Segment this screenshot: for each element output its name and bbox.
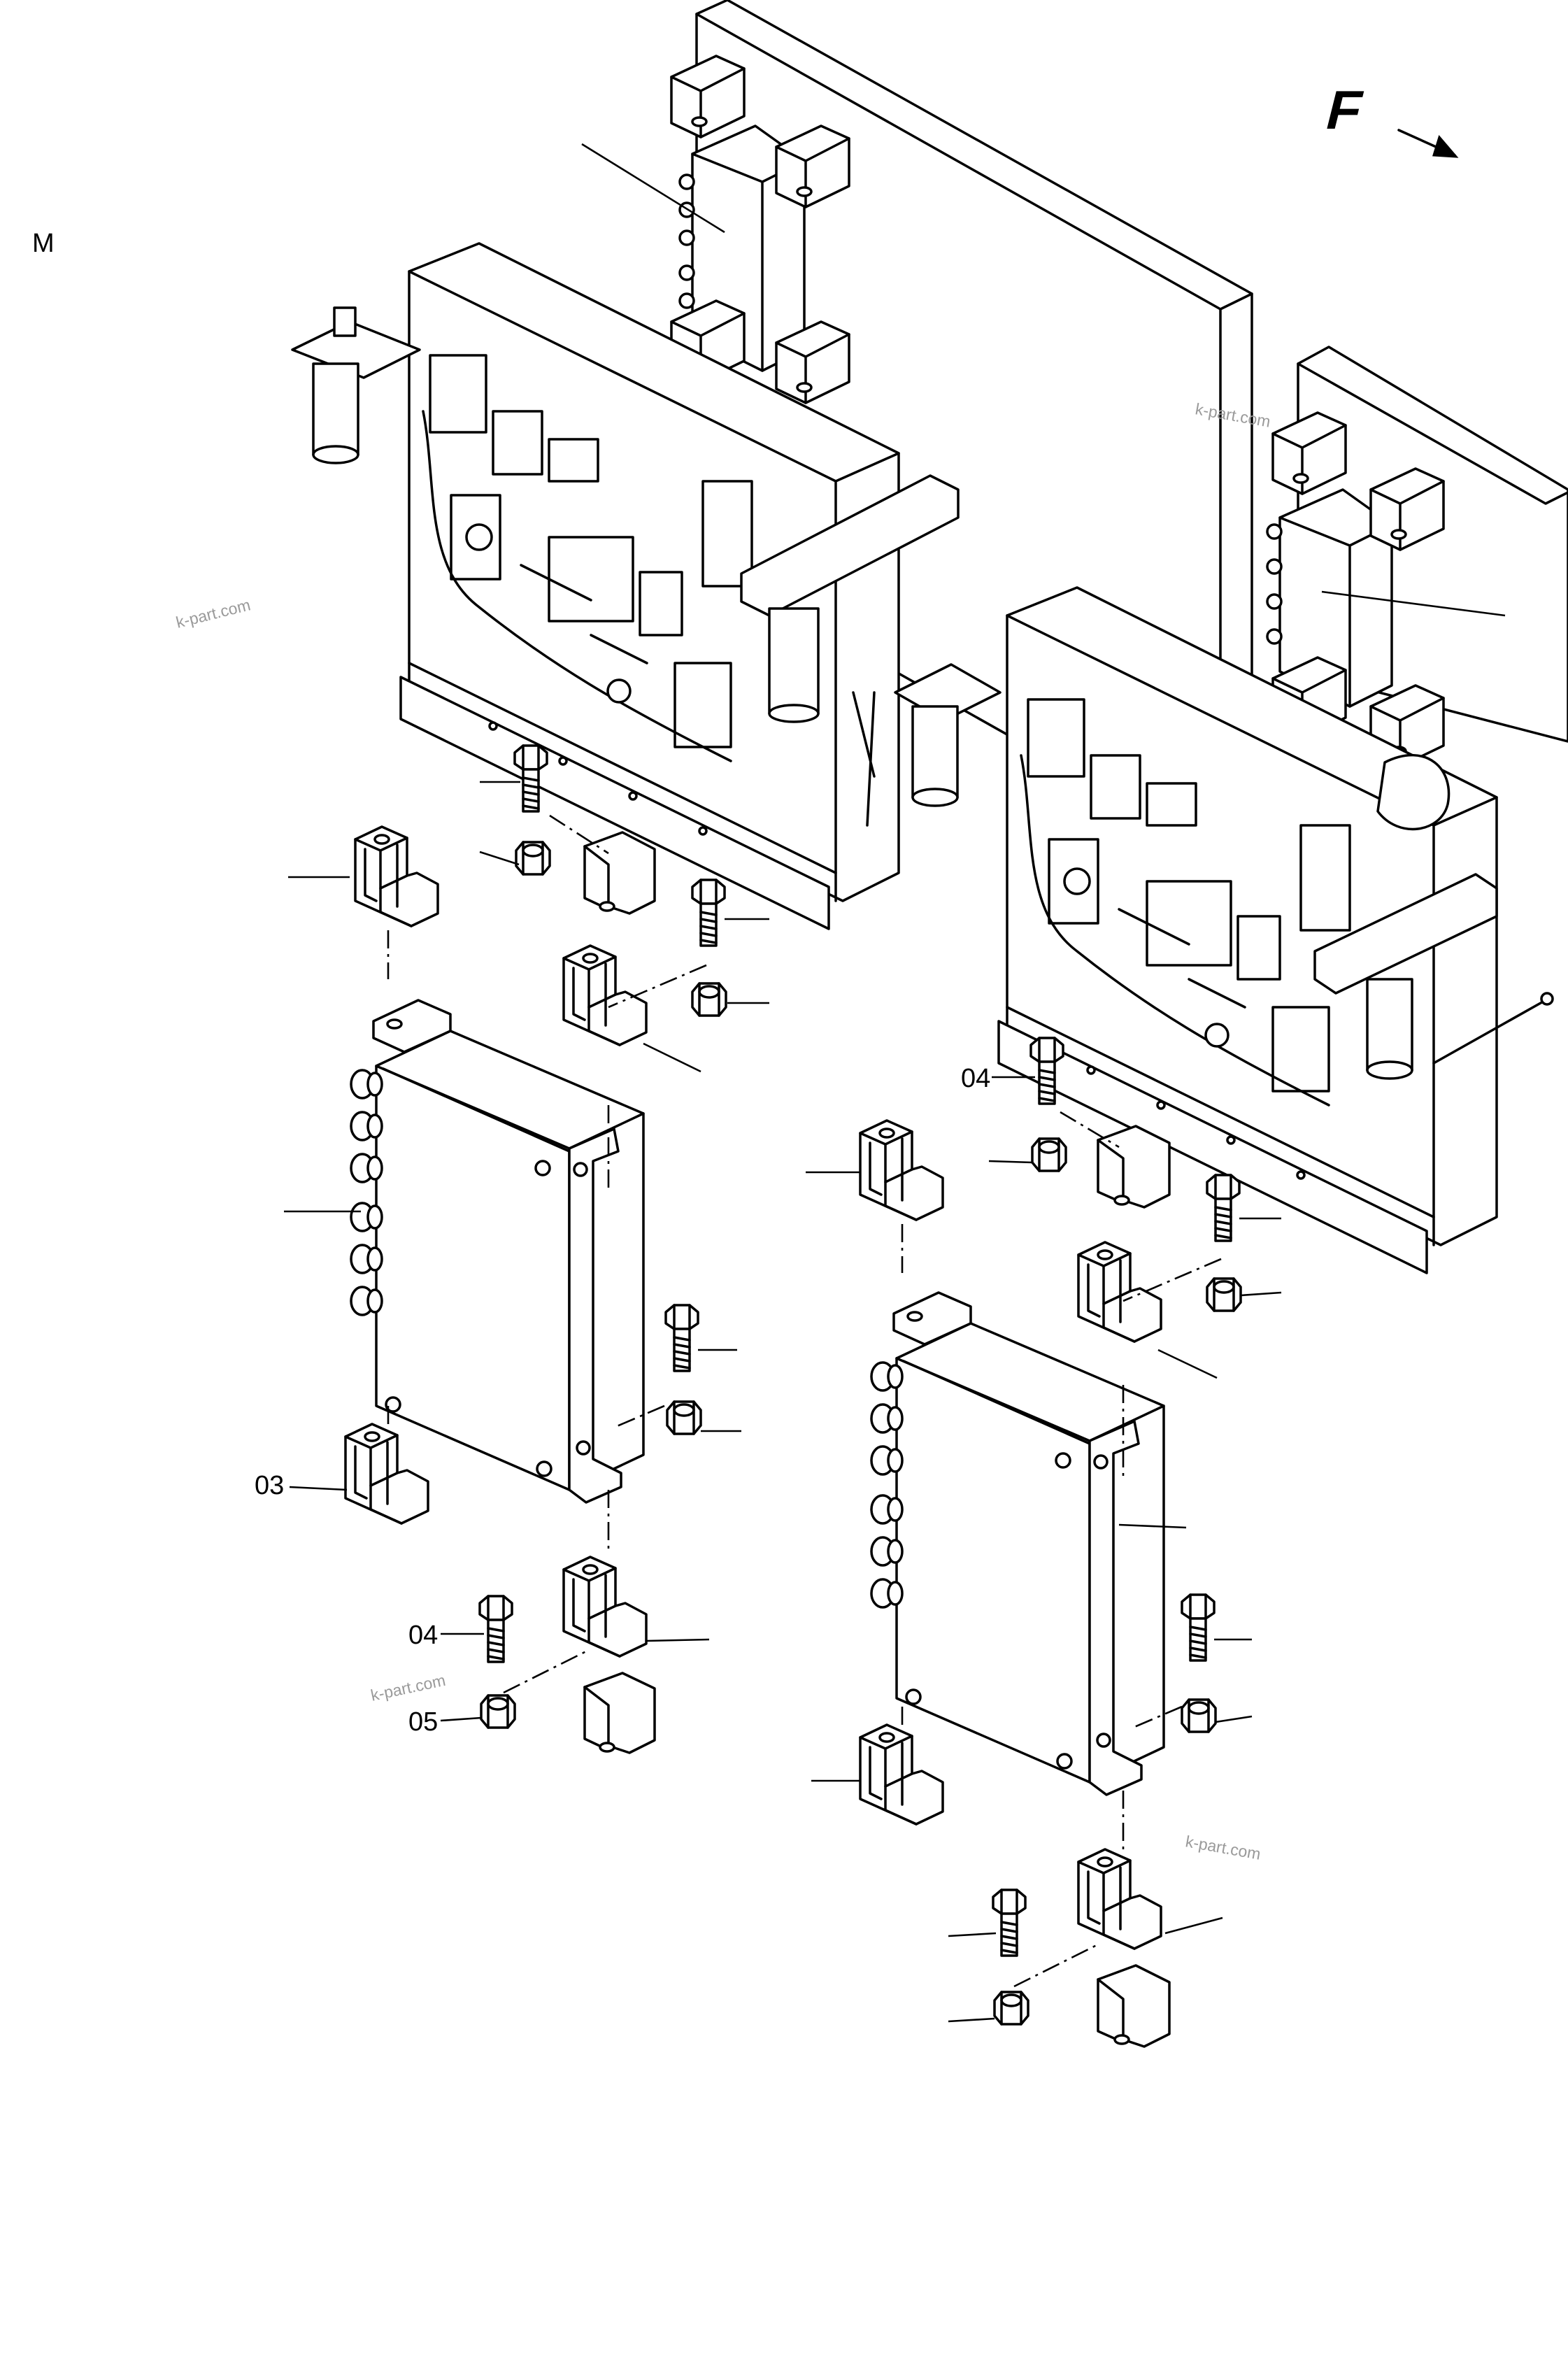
lower-left-exploded-ecu bbox=[344, 744, 727, 1754]
leader-lines bbox=[284, 143, 1506, 2023]
lower-right-exploded-ecu bbox=[859, 1037, 1242, 2048]
section-letter: M bbox=[32, 229, 55, 258]
callout-04-lower: 04 bbox=[408, 1621, 438, 1650]
upper-right-assembly bbox=[894, 346, 1568, 1274]
direction-arrow-icon bbox=[1397, 129, 1459, 158]
watermark-3: k-part.com bbox=[369, 1671, 448, 1705]
callout-03: 03 bbox=[255, 1471, 284, 1500]
watermark-1: k-part.com bbox=[174, 595, 252, 632]
callout-04-upper: 04 bbox=[961, 1064, 990, 1093]
callout-05: 05 bbox=[408, 1707, 438, 1737]
front-direction-marker: F bbox=[1320, 79, 1369, 141]
watermark-4: k-part.com bbox=[1184, 1832, 1262, 1863]
